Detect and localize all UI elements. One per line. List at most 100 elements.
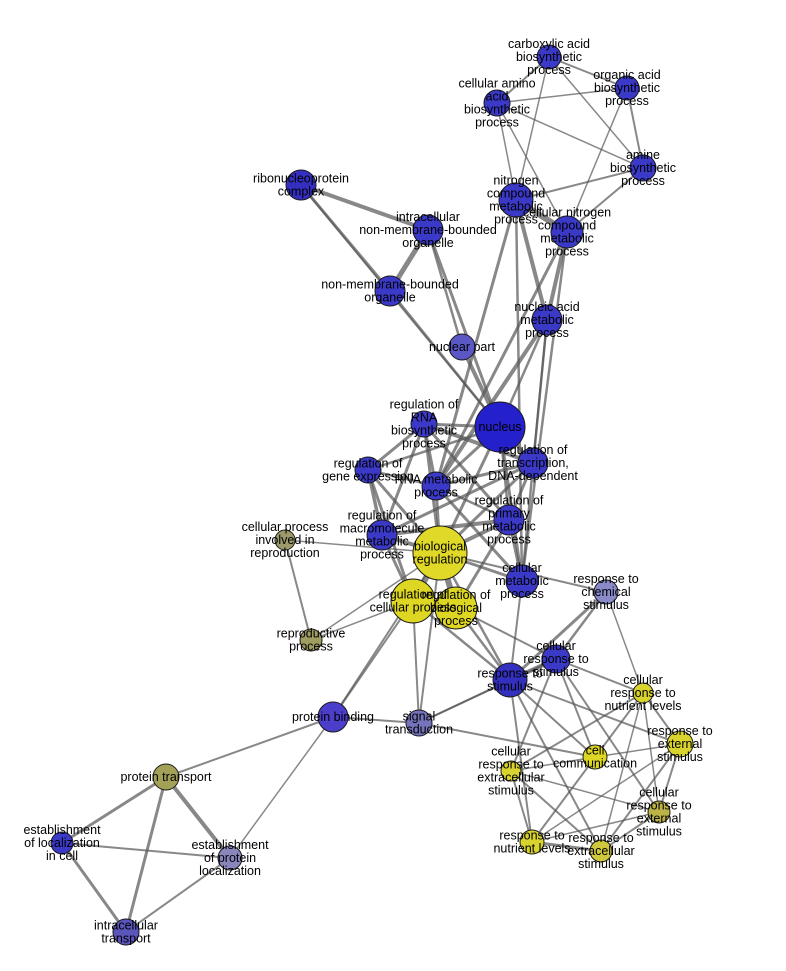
- graph-node-respextra[interactable]: [589, 839, 613, 863]
- graph-node-regprim[interactable]: [493, 504, 525, 536]
- graph-node-label-line: protein transport: [120, 770, 212, 784]
- graph-node-cellmetab[interactable]: [505, 564, 539, 598]
- graph-node-label-line: compound: [538, 219, 596, 233]
- graph-edge-estloc-intratrans: [60, 841, 128, 934]
- graph-node-label-line: process: [500, 587, 544, 601]
- graph-node-rnp[interactable]: [285, 169, 317, 201]
- graph-edge-cellrespnut-cellrespext: [642, 692, 660, 813]
- graph-node-repro[interactable]: [299, 628, 323, 652]
- graph-node-label-line: reproductive: [277, 627, 346, 641]
- graph-node-reggene[interactable]: [354, 456, 382, 484]
- graph-node-estloc[interactable]: [50, 831, 74, 855]
- graph-node-label-line: non-membrane-bounded: [359, 223, 497, 237]
- graph-node-regcell[interactable]: [390, 578, 436, 624]
- graph-node-regtrans[interactable]: [517, 447, 549, 479]
- graph-node-intraorg[interactable]: [412, 214, 444, 246]
- graph-node-label-line: regulation of: [422, 588, 491, 602]
- graph-node-amine[interactable]: [629, 154, 657, 182]
- graph-node-label-line: response to: [523, 652, 588, 666]
- graph-node-label-line: involved in: [255, 533, 314, 547]
- graph-node-cellresp[interactable]: [541, 644, 571, 674]
- graph-node-label-line: gene expression: [322, 470, 414, 484]
- graph-node-nitro[interactable]: [498, 182, 534, 218]
- graph-node-label-line: nutrient levels: [604, 699, 681, 713]
- graph-node-cellnitro[interactable]: [550, 215, 584, 249]
- graph-edge-nonmemborg-nucleus: [388, 289, 502, 429]
- graph-node-prottrans[interactable]: [152, 763, 180, 791]
- graph-edge-carbox-amine: [548, 56, 644, 169]
- graph-node-label-line: biological: [430, 601, 482, 615]
- graph-node-label-line: stimulus: [488, 784, 534, 798]
- graph-node-label-line: process: [545, 245, 589, 259]
- graph-node-label-line: external: [658, 737, 702, 751]
- graph-node-protbind[interactable]: [317, 701, 349, 733]
- graph-node-cellamino[interactable]: [483, 89, 511, 117]
- graph-edge-protbind-prottrans: [165, 716, 334, 778]
- graph-node-sigtrans[interactable]: [405, 709, 433, 737]
- graph-edge-cellamino-cellnitro: [496, 102, 568, 233]
- graph-node-cellrespnut[interactable]: [632, 682, 654, 704]
- graph-node-label-nucleus: nucleus: [478, 420, 521, 434]
- graph-node-label-line: cellular: [491, 745, 531, 759]
- graph-node-cellrepro[interactable]: [274, 529, 296, 551]
- graph-edge-cellcomm-cellrespextra: [510, 756, 596, 772]
- graph-node-label-line: regulation of: [499, 443, 568, 457]
- graph-node-label-line: localization: [199, 864, 261, 878]
- graph-node-regrna[interactable]: [410, 410, 438, 438]
- graph-node-label-line: nucleic acid: [514, 300, 579, 314]
- graph-edge-bioreg-sigtrans: [418, 552, 441, 724]
- graph-node-label-line: biosynthetic: [610, 161, 676, 175]
- graph-node-label-line: RNA: [411, 411, 438, 425]
- graph-edge-cellcomm-sigtrans: [418, 722, 596, 758]
- node-layer: [50, 44, 694, 946]
- graph-node-label-line: response to: [573, 572, 638, 586]
- graph-node-respchem[interactable]: [593, 579, 619, 605]
- graph-node-label-line: biosynthetic: [464, 103, 530, 117]
- graph-node-carbox[interactable]: [536, 44, 562, 70]
- graph-node-label-line: stimulus: [487, 680, 533, 694]
- graph-edge-cellresp-cellrespext: [555, 658, 660, 813]
- graph-node-respstim[interactable]: [492, 662, 528, 698]
- graph-node-label-line: DNA-dependent: [488, 469, 578, 483]
- graph-node-label-line: acid: [486, 90, 509, 104]
- graph-edge-respnut-cellrespext: [531, 811, 660, 843]
- graph-node-nonmemborg[interactable]: [374, 275, 406, 307]
- graph-edge-organic-cellnitro: [566, 87, 628, 233]
- graph-edge-cellresp-cellrespnut: [555, 658, 644, 694]
- graph-node-label-line: compound: [487, 187, 545, 201]
- graph-edge-respchem-respstim: [508, 590, 608, 682]
- graph-node-respext[interactable]: [666, 730, 694, 758]
- graph-node-label-line: organic acid: [593, 68, 660, 82]
- graph-node-bioreg[interactable]: [412, 525, 468, 581]
- graph-edge-prottrans-estloc: [60, 775, 168, 845]
- graph-node-respnut[interactable]: [519, 829, 545, 855]
- graph-node-label-prottrans: protein transport: [120, 770, 212, 784]
- graph-node-intratrans[interactable]: [112, 918, 140, 946]
- graph-node-nucacid[interactable]: [531, 304, 563, 336]
- graph-node-cellcomm[interactable]: [582, 744, 608, 770]
- graph-node-organic[interactable]: [614, 75, 640, 101]
- graph-node-estprotloc[interactable]: [217, 845, 243, 871]
- graph-node-label-line: regulation of: [475, 494, 544, 508]
- graph-node-cellrespext[interactable]: [647, 800, 671, 824]
- graph-node-label-line: protein binding: [292, 710, 374, 724]
- graph-node-regbio[interactable]: [434, 586, 478, 630]
- graph-node-cellrespextra[interactable]: [500, 760, 522, 782]
- graph-node-label-line: metabolic: [540, 232, 594, 246]
- graph-node-nucleus[interactable]: [474, 401, 526, 453]
- graph-node-regmacro[interactable]: [366, 519, 398, 551]
- graph-node-rnametab[interactable]: [421, 471, 451, 501]
- graph-node-nucpart[interactable]: [448, 333, 476, 361]
- graph-node-label-line: nitrogen: [493, 174, 538, 188]
- graph-node-label-line: process: [289, 640, 333, 654]
